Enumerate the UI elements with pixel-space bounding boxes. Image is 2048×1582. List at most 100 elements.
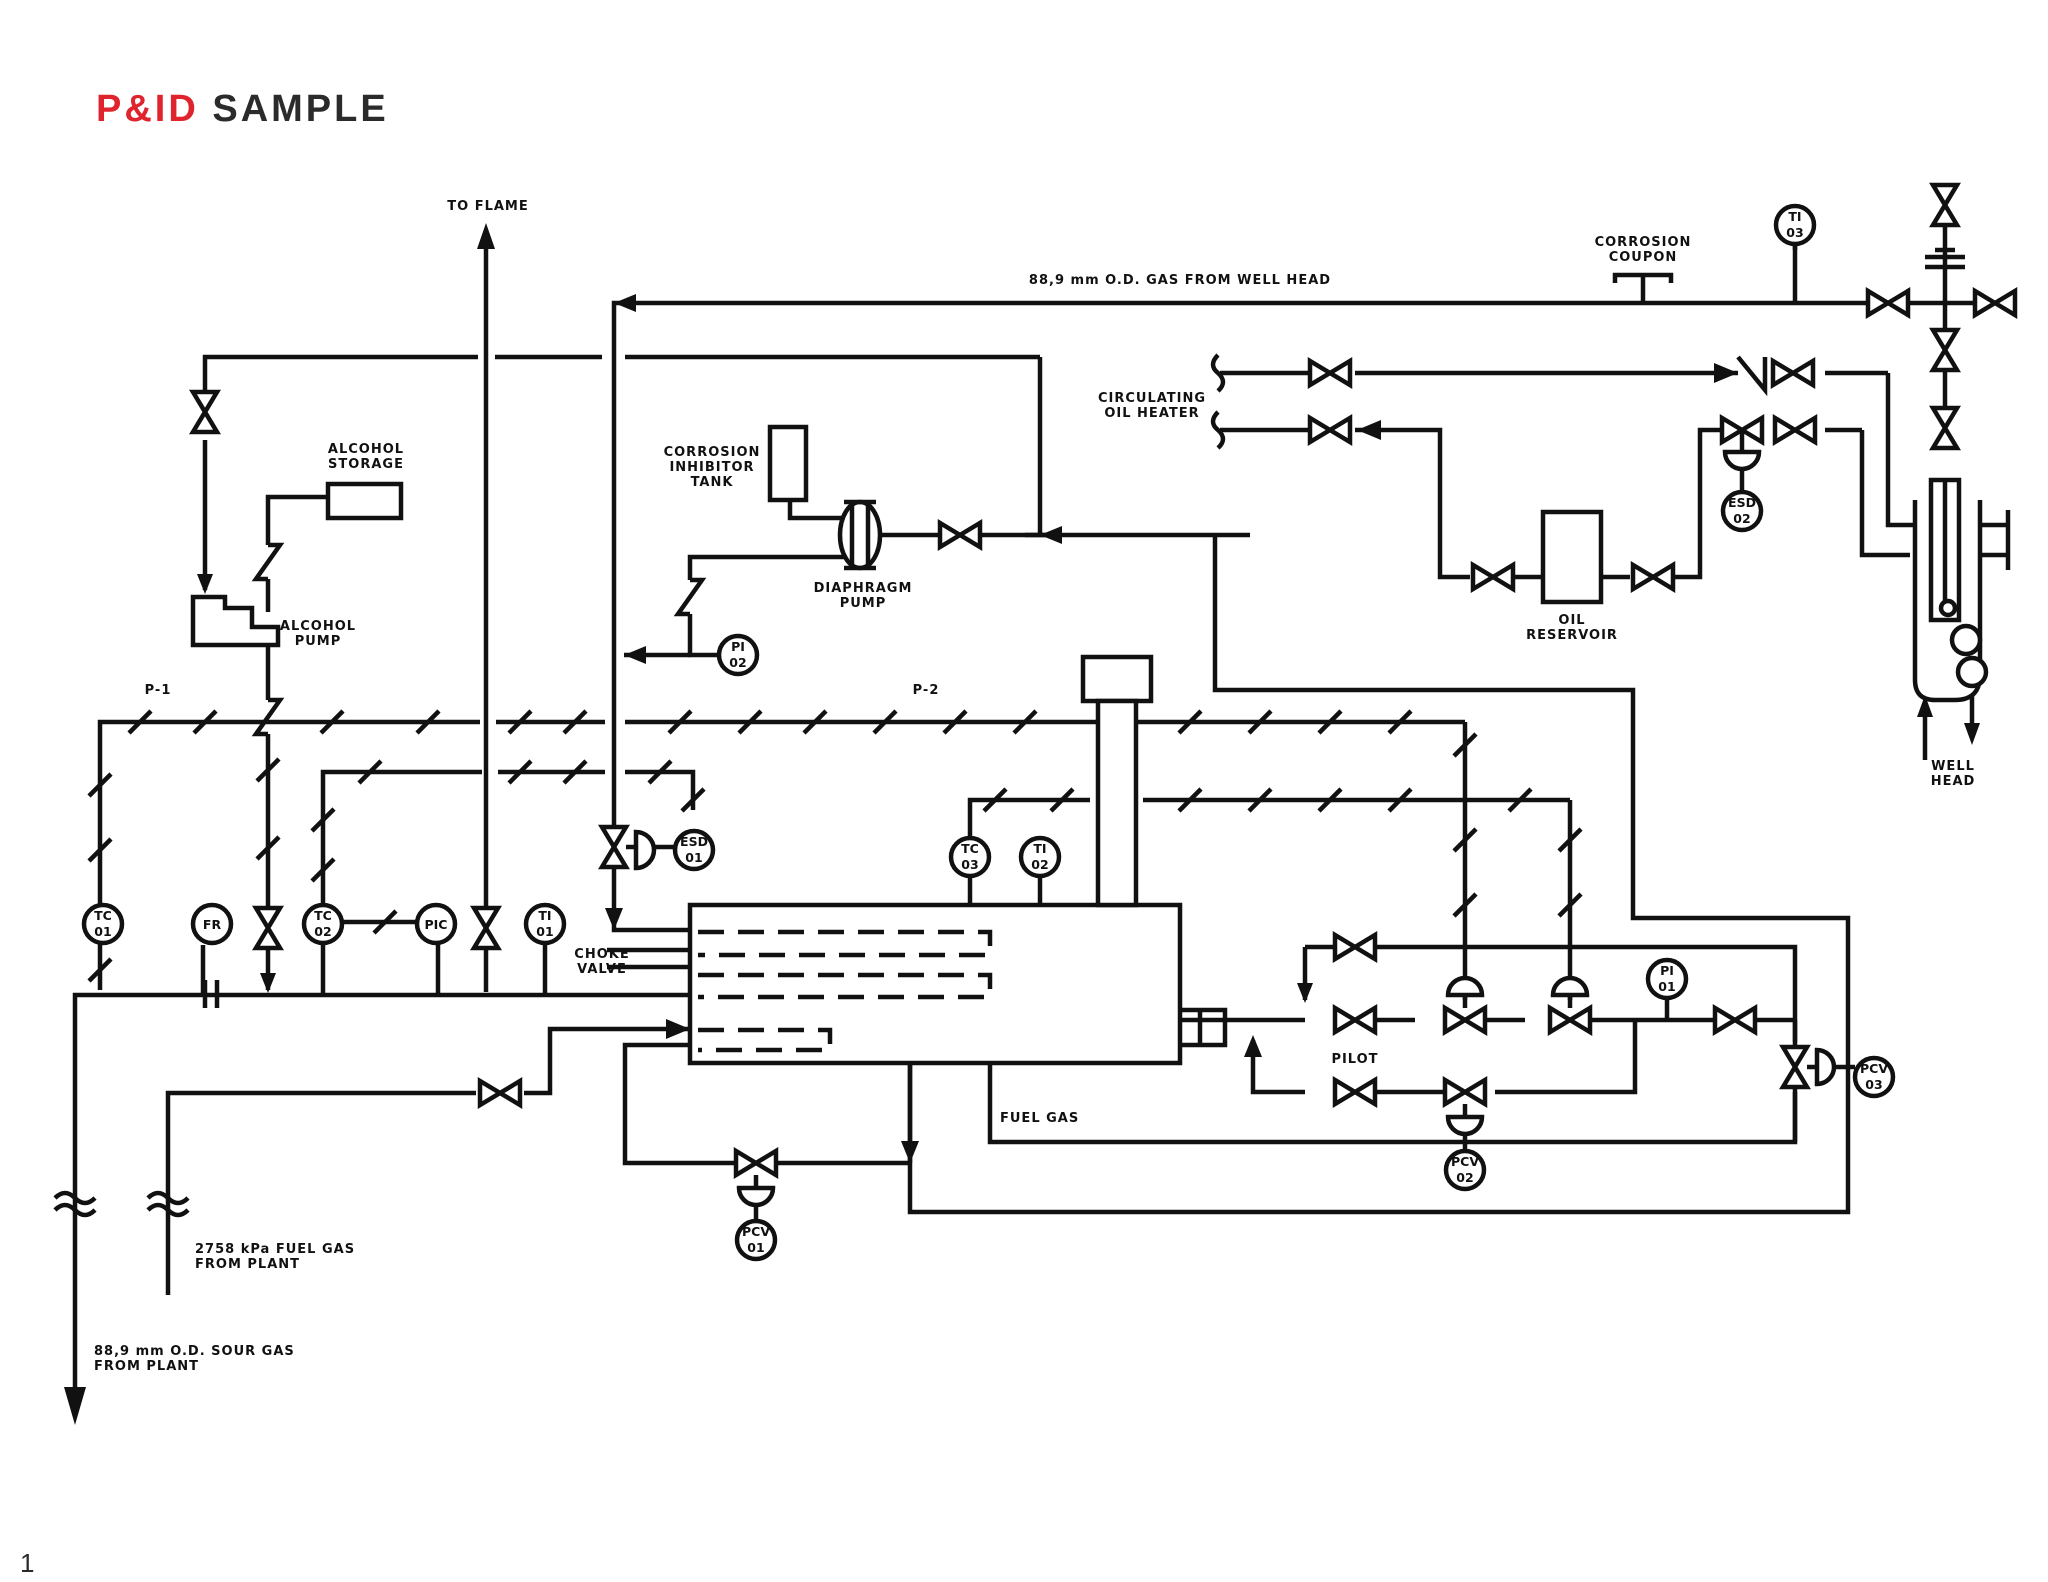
label-circ-oil-heater-2: OIL HEATER: [1104, 406, 1199, 421]
svg-text:ESD: ESD: [1728, 495, 1756, 510]
label-oil-reservoir-1: OIL: [1558, 613, 1585, 628]
label-well-head-2: HEAD: [1931, 774, 1976, 789]
svg-text:02: 02: [1031, 857, 1048, 872]
page-title: P&ID SAMPLE: [96, 88, 389, 131]
svg-text:TC: TC: [94, 908, 112, 923]
label-choke-valve-1: CHOKE: [574, 947, 629, 962]
svg-text:ESD: ESD: [680, 834, 708, 849]
svg-text:01: 01: [1658, 979, 1675, 994]
master-valve-lower: [1933, 408, 1957, 448]
label-alcohol-pump-2: PUMP: [295, 634, 342, 649]
label-p1: P-1: [145, 683, 172, 698]
pcv03-valve: [1783, 1047, 1807, 1087]
wellhead-oil-valve: [1773, 361, 1813, 385]
svg-text:02: 02: [1456, 1170, 1473, 1185]
label-gas-from-well-head: 88,9 mm O.D. GAS FROM WELL HEAD: [1029, 273, 1331, 288]
label-oil-reservoir-2: RESERVOIR: [1526, 628, 1618, 643]
label-sour-gas-1: 88,9 mm O.D. SOUR GAS: [94, 1344, 295, 1359]
fuel-gas-plant-valve: [480, 1081, 520, 1105]
svg-text:02: 02: [729, 655, 746, 670]
svg-text:PIC: PIC: [425, 917, 448, 932]
oil-heater-supply-valve: [1310, 361, 1350, 385]
svg-text:PI: PI: [1660, 963, 1674, 978]
page-number: 1: [20, 1548, 35, 1578]
svg-text:FR: FR: [203, 917, 222, 932]
stack-cap: [1080, 654, 1154, 704]
label-circ-oil-heater-1: CIRCULATING: [1098, 391, 1206, 406]
esd01-valve: [602, 827, 626, 867]
stack: [1095, 698, 1139, 908]
wing-valve-right: [1975, 291, 2015, 315]
label-to-flame: TO FLAME: [447, 199, 529, 214]
process-piping: [64, 223, 1898, 1425]
svg-text:PCV: PCV: [742, 1224, 770, 1239]
fuel-gas-control-valve-1: [1445, 1008, 1485, 1032]
svg-text:03: 03: [1786, 225, 1803, 240]
equipment: [53, 225, 2011, 1218]
oil-return-valve: [1775, 418, 1815, 442]
fuel-gas-valve-1: [1335, 1008, 1375, 1032]
corrosion-inhibitor-tank: [767, 424, 809, 503]
pcv02-valve: [1445, 1080, 1485, 1104]
title-part-pid: P&ID: [96, 88, 199, 130]
svg-text:01: 01: [94, 924, 111, 939]
heater-vessel: [607, 654, 1228, 1066]
label-p2: P-2: [913, 683, 940, 698]
label-corrosion-coupon-1: CORROSION: [1595, 235, 1692, 250]
diaphragm-discharge-valve: [940, 523, 980, 547]
reservoir-inlet-valve: [1473, 565, 1513, 589]
reservoir-outlet-valve: [1633, 565, 1673, 589]
label-alcohol-storage-1: ALCOHOL: [328, 442, 404, 457]
pilot-valve: [1335, 1080, 1375, 1104]
label-fuel-gas-plant-1: 2758 kPa FUEL GAS: [195, 1242, 355, 1257]
alcohol-valve: [193, 392, 217, 432]
wellhead-assembly: [1898, 225, 2011, 760]
svg-text:02: 02: [1733, 511, 1750, 526]
instrument-fr: FR: [190, 902, 234, 946]
fuel-gas-valve-2: [1715, 1008, 1755, 1032]
pcv01-valve: [736, 1151, 776, 1175]
label-fuel-gas: FUEL GAS: [1000, 1111, 1079, 1126]
master-valve-upper: [1933, 330, 1957, 370]
title-part-sample: SAMPLE: [212, 88, 389, 130]
instrument-pic: PIC: [414, 902, 458, 946]
oil-heater-return-valve: [1310, 418, 1350, 442]
svg-text:TI: TI: [1033, 841, 1046, 856]
label-choke-valve-2: VALVE: [577, 962, 627, 977]
label-sour-gas-2: FROM PLANT: [94, 1359, 199, 1374]
label-fuel-gas-plant-2: FROM PLANT: [195, 1257, 300, 1272]
svg-text:01: 01: [536, 924, 553, 939]
svg-text:TC: TC: [961, 841, 979, 856]
swab-valve: [1933, 185, 1957, 225]
svg-text:TI: TI: [1788, 209, 1801, 224]
svg-text:PI: PI: [731, 639, 745, 654]
svg-text:TI: TI: [538, 908, 551, 923]
svg-text:03: 03: [1865, 1077, 1882, 1092]
label-corrosion-inhibitor-2: INHIBITOR: [669, 460, 754, 475]
label-well-head-1: WELL: [1931, 759, 1975, 774]
svg-text:PCV: PCV: [1860, 1061, 1888, 1076]
label-diaphragm-pump-2: PUMP: [840, 596, 887, 611]
flame-valve: [474, 908, 498, 948]
svg-text:PCV: PCV: [1451, 1154, 1479, 1169]
svg-text:03: 03: [961, 857, 978, 872]
label-corrosion-inhibitor-1: CORROSION: [664, 445, 761, 460]
valves[interactable]: [193, 185, 2015, 1208]
svg-text:02: 02: [314, 924, 331, 939]
fuel-gas-control-valve-2: [1550, 1008, 1590, 1032]
alcohol-injection-valve: [256, 908, 280, 948]
label-diaphragm-pump-1: DIAPHRAGM: [814, 581, 913, 596]
